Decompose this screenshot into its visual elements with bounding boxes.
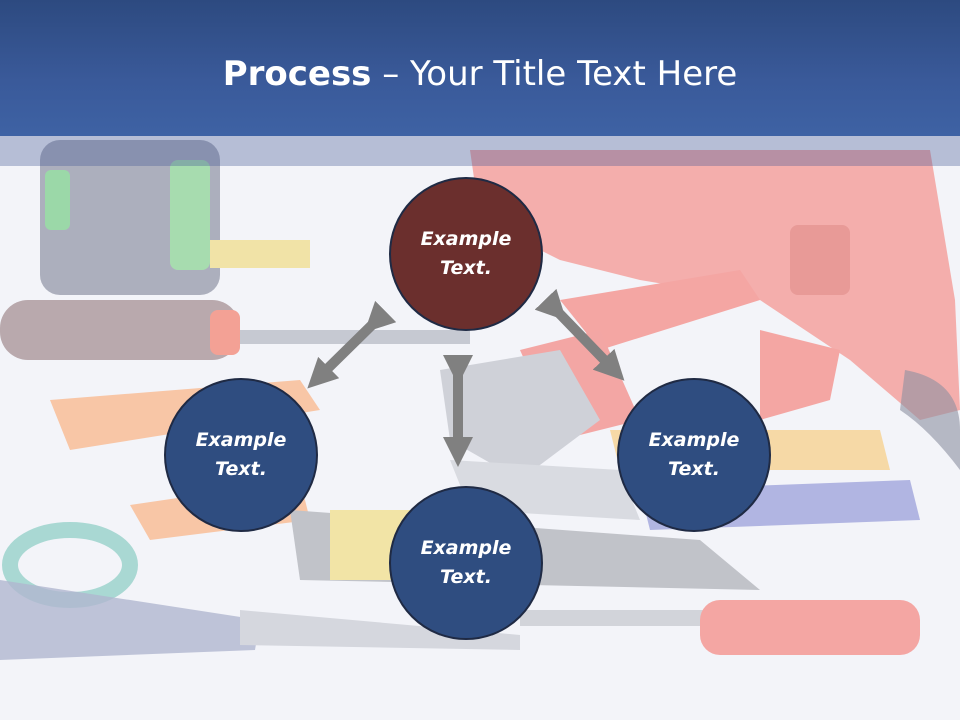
process-node-right: Example Text. [617,378,771,532]
arrow-top-right [534,288,625,381]
title-bold-text: Process [222,54,372,94]
slide-title: Process – Your Title Text Here [0,50,960,98]
title-header-bar [0,0,960,136]
header-shadow-band [0,136,960,166]
process-node-left: Example Text. [164,378,318,532]
title-regular-text: – Your Title Text Here [371,54,738,94]
process-node-top: Example Text. [389,177,543,331]
process-node-bottom: Example Text. [389,486,543,640]
arrow-top-left [307,300,397,389]
